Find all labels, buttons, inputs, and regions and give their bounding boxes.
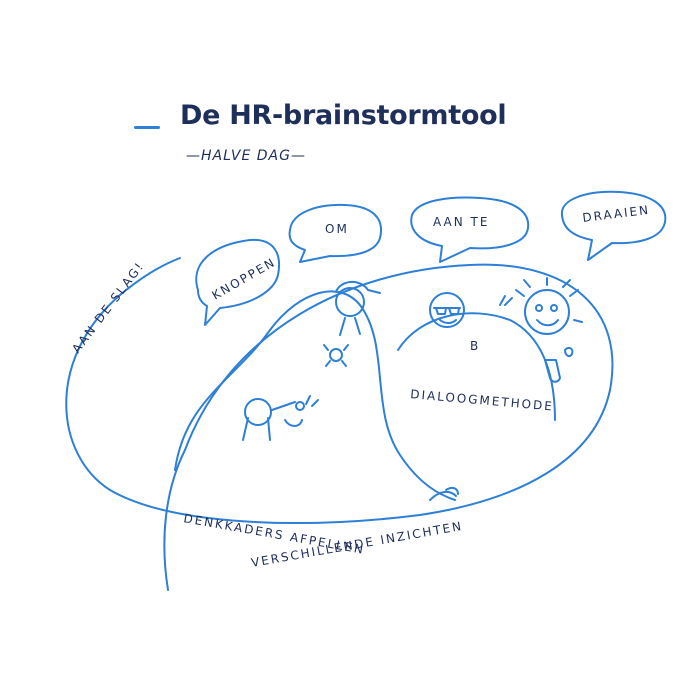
bubble-draaien — [560, 190, 667, 261]
small-creature — [329, 348, 343, 362]
side-label: AAN DE SLAG! — [69, 259, 147, 356]
page-subtitle: —HALVE DAG— — [186, 148, 306, 164]
bubble-aan-te — [410, 196, 530, 263]
cap-character-head — [335, 287, 365, 317]
figure-letter: B — [470, 339, 480, 353]
sun-character-head — [524, 289, 570, 335]
bubble-text-aan-te: AAN TE — [433, 215, 489, 229]
bottom-label-2: VERSCHILLENDE INZICHTEN — [250, 519, 464, 570]
drawing-character-head — [244, 398, 272, 426]
hill-line — [174, 290, 456, 501]
title-accent-dash — [134, 126, 160, 129]
bubble-text-draaien: DRAAIEN — [582, 203, 651, 225]
sunglasses-character-head — [429, 292, 465, 328]
hand-sketch — [429, 486, 459, 501]
bubble-knoppen — [195, 238, 280, 326]
bubble-text-knoppen: KNOPPEN — [210, 255, 279, 303]
bubble-text-om: OM — [325, 222, 349, 236]
page-title: De HR-brainstormtool — [180, 100, 507, 131]
bubble-om — [288, 203, 383, 263]
method-label: DIALOOGMETHODE — [410, 387, 555, 413]
